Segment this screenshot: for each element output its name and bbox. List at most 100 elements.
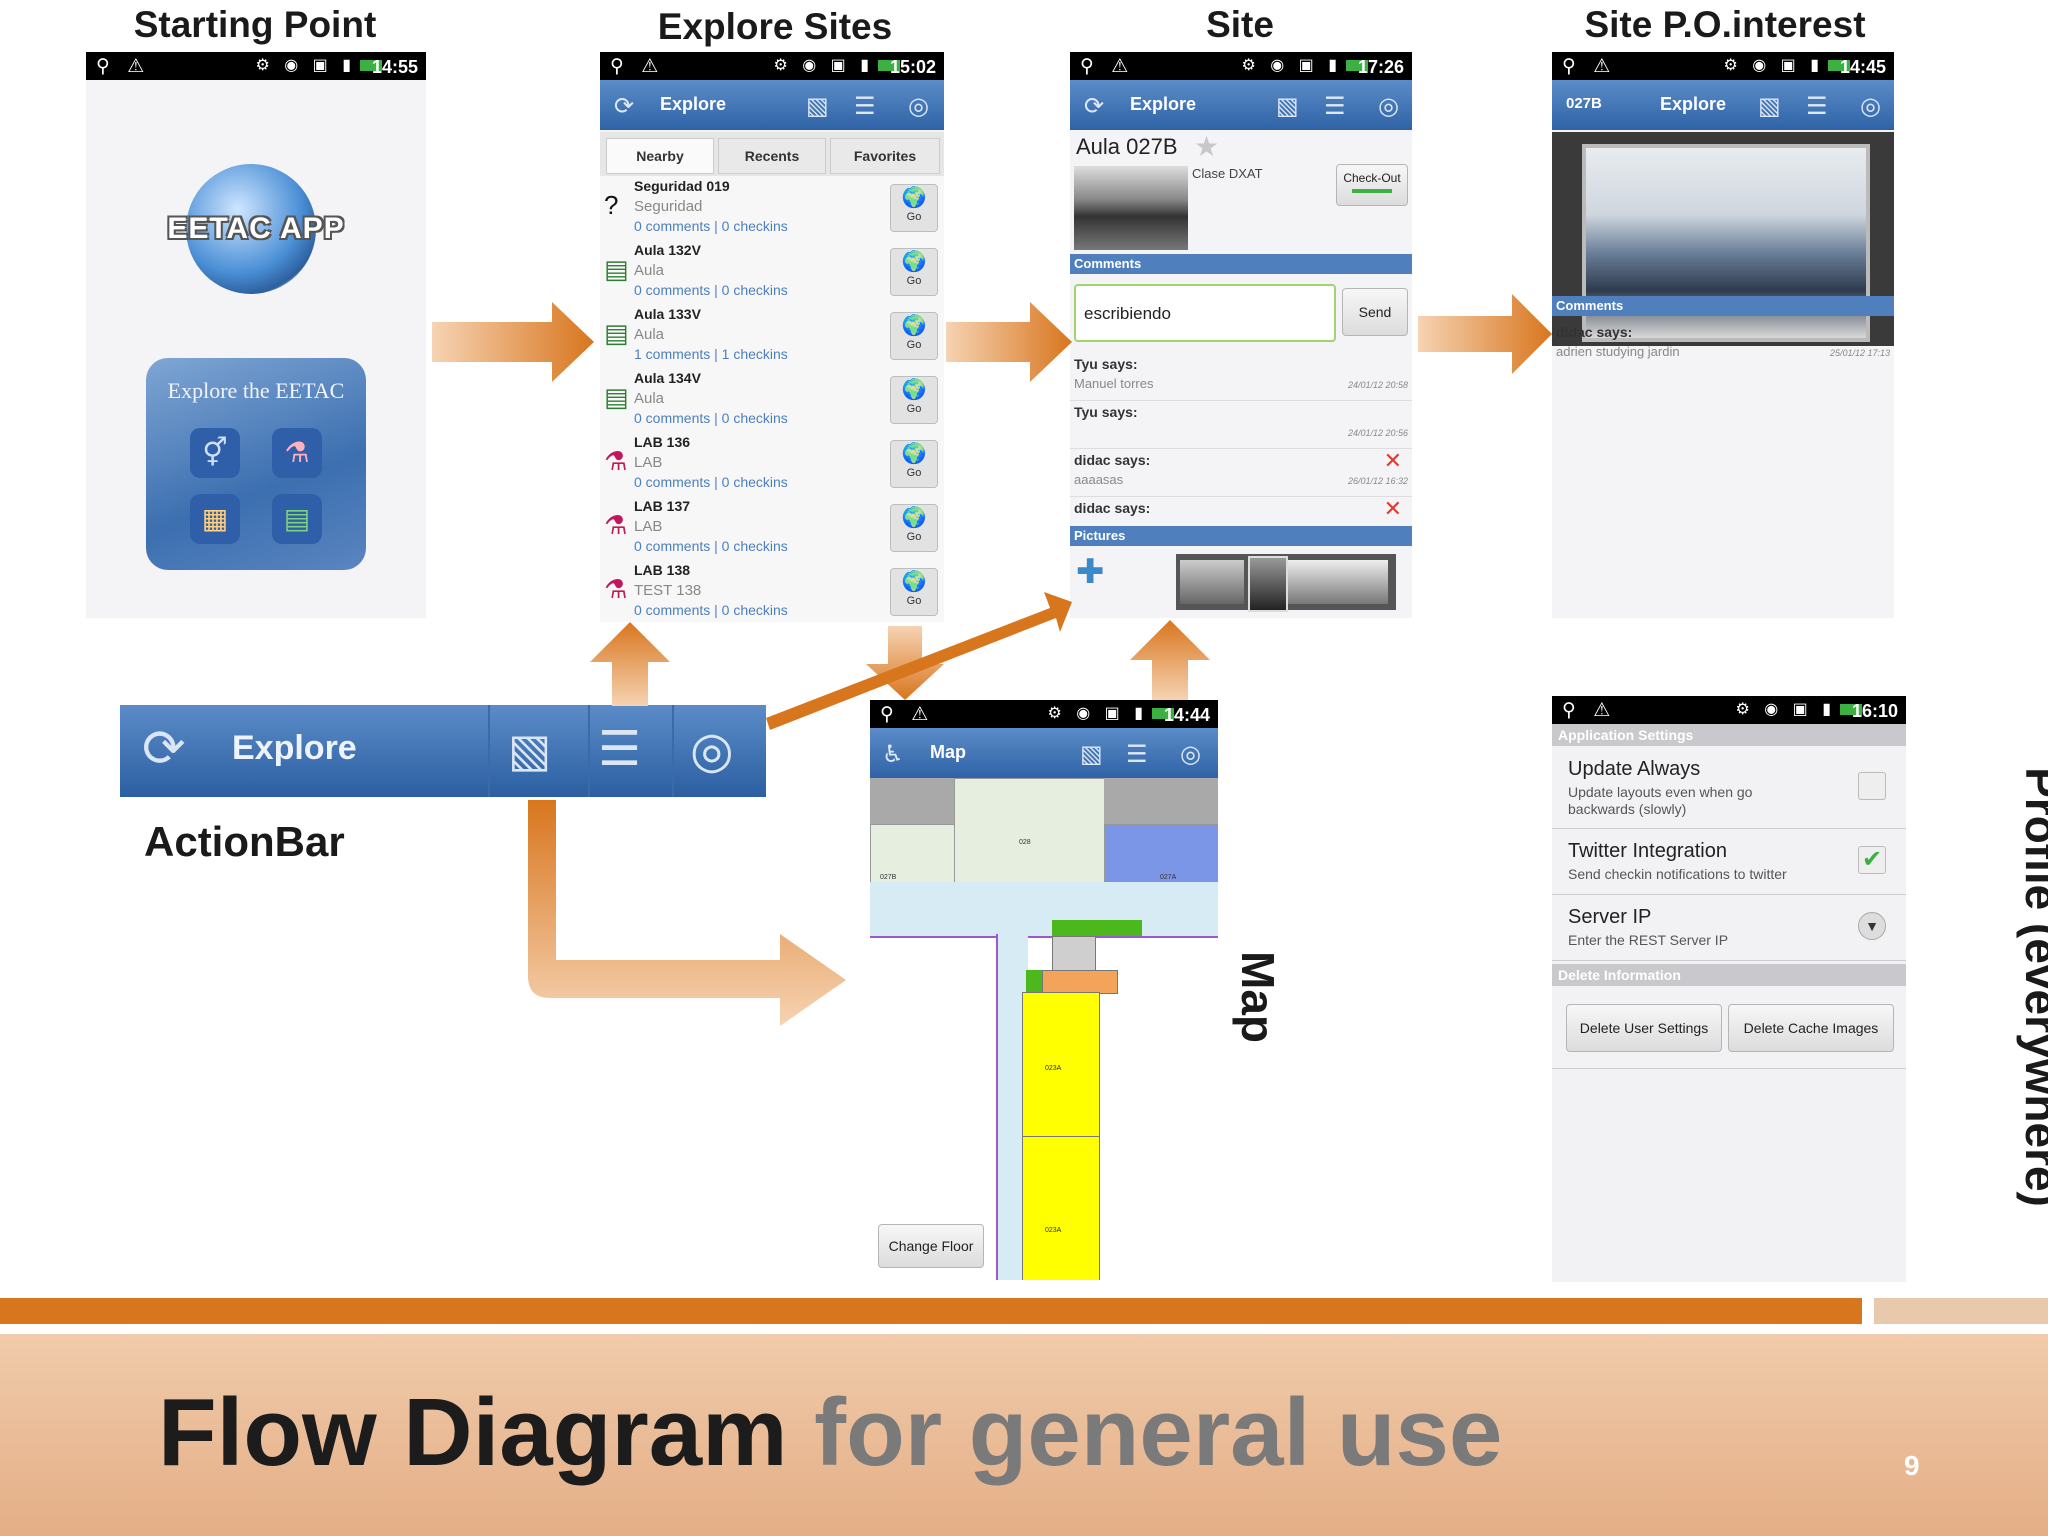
go-label: Go [906,595,922,607]
map-actionbar: ♿ Map ▧ ☰ ◎ [870,728,1218,778]
status-time: 14:44 [1163,705,1210,725]
usb-icon: ⚲ ⚠ [1562,700,1617,721]
pictures-gallery[interactable] [1176,554,1396,612]
slide-title: Flow Diagram for general use [158,1378,1502,1488]
person-icon[interactable]: ♿ [882,741,904,768]
room-023a-lower: 023A [1022,1136,1100,1280]
delete-cache-images-button[interactable]: Delete Cache Images [1728,1004,1894,1052]
room-label-left: 027B [880,874,897,881]
status-time: 16:10 [1851,701,1898,721]
go-button[interactable]: 🌍Go [890,184,938,232]
check-out-button[interactable]: Check-Out [1336,164,1408,206]
list-icon[interactable]: ☰ [1324,93,1346,120]
site-stats: 0 comments | 0 checkins [634,218,788,234]
signal-icons: ⚙ ◉ ▣ ▮ [1047,705,1148,722]
delete-icon[interactable]: ✕ [1383,448,1402,473]
go-button[interactable]: 🌍Go [890,440,938,488]
pref-summary: Update layouts even when go backwards (s… [1568,784,1753,817]
site-title: Aula 134V [634,370,701,386]
add-picture-icon[interactable]: ✚ [1076,553,1105,591]
explore-eetac-label: Explore the EETAC [167,378,345,403]
map-icon[interactable]: ▧ [806,93,829,120]
slide-title-rest: for general use [814,1379,1503,1486]
pref-server-ip[interactable]: Server IP Enter the REST Server IP ▼ [1552,896,1906,961]
refresh-icon[interactable]: ⟳ [1084,93,1105,120]
tab-nearby[interactable]: Nearby [606,138,714,174]
actionbar-zoom-title: Explore [232,729,357,767]
list-icon[interactable]: ☰ [1126,741,1148,768]
dropdown-icon[interactable]: ▼ [1858,912,1886,940]
arrow-site-to-poi [1418,294,1552,374]
globe-icon: 🌍 [901,571,927,593]
actionbar-divider [672,705,674,797]
site-type: LAB [634,518,663,535]
go-button[interactable]: 🌍Go [890,248,938,296]
pref-twitter-integration[interactable]: Twitter Integration Send checkin notific… [1552,830,1906,895]
site-type: Aula [634,326,665,343]
go-button[interactable]: 🌍Go [890,504,938,552]
delete-icon[interactable]: ✕ [1383,496,1402,521]
comment-input[interactable]: escribiendo [1074,284,1336,342]
comment-author: didac says: [1556,324,1633,340]
battery-icon [1828,60,1850,71]
gallery-thumb[interactable] [1248,556,1288,612]
room-label: 028 [1019,839,1031,846]
site-type: Aula [634,262,665,279]
delete-user-settings-button[interactable]: Delete User Settings [1566,1004,1722,1052]
explore-eetac-button[interactable]: Explore the EETAC ⚥ ⚗ ▦ ▤ [146,358,366,570]
locate-icon[interactable]: ◎ [908,93,929,120]
actionbar-divider [588,705,590,797]
list-icon[interactable]: ☰ [854,93,876,120]
globe-icon: 🌍 [901,507,927,529]
room-gray-right [1104,778,1218,824]
tab-recents[interactable]: Recents [718,138,826,174]
refresh-icon[interactable]: ⟳ [142,720,186,778]
favorite-star-icon[interactable]: ★ [1194,131,1220,162]
map-icon[interactable]: ▧ [1080,741,1103,768]
locate-icon[interactable]: ◎ [1378,93,1399,120]
list-icon[interactable]: ☰ [1806,93,1828,120]
label-site: Site [1206,4,1274,45]
corridor [870,882,1218,938]
go-button[interactable]: 🌍Go [890,376,938,424]
actionbar-site-code: 027B [1566,95,1602,112]
go-button[interactable]: 🌍 Go [890,568,938,616]
comment-author: Tyu says: [1074,404,1138,420]
map-icon[interactable]: ▧ [1758,93,1781,120]
site-type: TEST 138 [634,582,702,599]
footer-rule [0,1298,1862,1324]
floor-plan[interactable]: 028 027B 027A 023A 023A Change Floor [870,778,1218,1280]
pref-update-always[interactable]: Update Always Update layouts even when g… [1552,748,1906,829]
twitter-checkbox[interactable]: ✔ [1858,846,1886,874]
go-button[interactable]: 🌍Go [890,312,938,360]
status-bar: ⚲ ⚠ ⚙ ◉ ▣ ▮ 16:10 [1552,696,1906,724]
room-green-small [1026,970,1042,992]
poi-actionbar: 027B Explore ▧ ☰ ◎ [1552,80,1894,130]
locate-icon[interactable]: ◎ [1180,741,1201,768]
battery-icon [1840,704,1862,715]
map-icon[interactable]: ▧ [1276,93,1299,120]
send-button[interactable]: Send [1342,288,1408,336]
refresh-icon[interactable]: ⟳ [614,93,635,120]
actionbar-title: Explore [660,94,727,114]
change-floor-button[interactable]: Change Floor [878,1224,984,1268]
update-always-checkbox[interactable] [1858,772,1886,800]
locate-icon[interactable]: ◎ [690,722,734,778]
actionbar-zoom: ⟳ Explore ▧ ☰ ◎ [120,705,766,797]
list-icon[interactable]: ☰ [598,723,642,776]
tab-favorites[interactable]: Favorites [830,138,940,174]
map-icon[interactable]: ▧ [508,724,552,776]
gallery-thumb[interactable] [1288,560,1388,604]
gallery-thumb[interactable] [1180,560,1244,604]
building-icon: ▦ [190,494,240,544]
actionbar-title: Explore [1130,94,1197,114]
locate-icon[interactable]: ◎ [1860,93,1881,120]
site-photo [1074,166,1188,250]
